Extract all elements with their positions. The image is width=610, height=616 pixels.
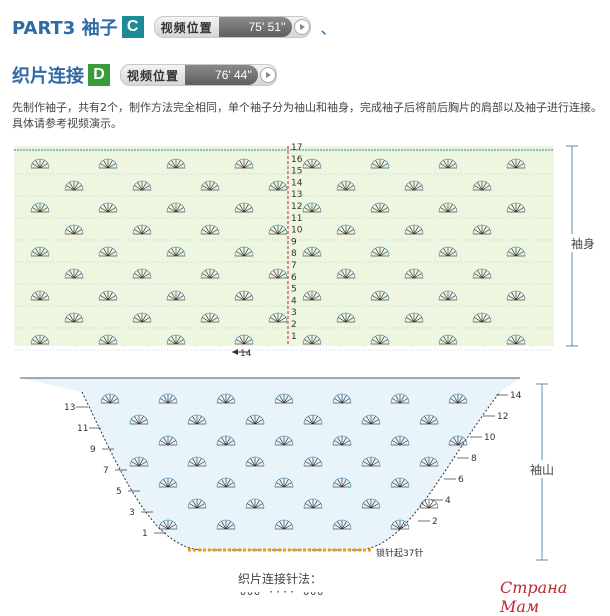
video-time: 76' 44'' bbox=[185, 65, 258, 85]
row-number: 11 bbox=[291, 214, 302, 224]
row-number: 8 bbox=[291, 249, 297, 259]
row-number: 6 bbox=[291, 273, 297, 283]
video-label: 视频位置 bbox=[127, 68, 180, 83]
row-number: 2 bbox=[291, 320, 297, 330]
row-number: 3 bbox=[291, 308, 297, 318]
sleeve-cap-motifs bbox=[100, 393, 468, 530]
section-badge: C bbox=[121, 16, 144, 38]
row-number: 10 bbox=[484, 433, 496, 443]
row-number: 5 bbox=[291, 285, 297, 295]
video-time: 75' 51'' bbox=[218, 17, 292, 37]
section-title: 织片连接 bbox=[12, 66, 84, 87]
row-number: 14 bbox=[291, 178, 303, 188]
section-c-header: PART3 袖子 C 视频位置 75' 51'' 、 bbox=[12, 14, 337, 40]
foundation-note: 锁针起37针 bbox=[376, 547, 423, 559]
row-number: 7 bbox=[103, 466, 109, 476]
sleeve-body-area bbox=[14, 146, 554, 346]
section-d-header: 织片连接 D 视频位置 76' 44'' bbox=[12, 62, 277, 88]
video-label: 视频位置 bbox=[160, 20, 213, 35]
row-number: 9 bbox=[90, 445, 96, 455]
row-number: 12 bbox=[291, 202, 302, 212]
row-number: 4 bbox=[445, 496, 451, 506]
row-arrow-label: 14 bbox=[240, 349, 252, 359]
section-title: PART3 袖子 bbox=[12, 18, 118, 39]
row-number: 16 bbox=[291, 155, 303, 165]
row-number: 10 bbox=[291, 226, 303, 236]
row-number: 7 bbox=[291, 261, 297, 271]
row-number: 4 bbox=[291, 296, 297, 306]
row-number: 8 bbox=[471, 454, 477, 464]
sleeve-cap-row-numbers: 13 11 9 7 5 3 1 14 12 10 8 6 4 2 bbox=[64, 391, 522, 539]
section-badge: D bbox=[88, 64, 110, 86]
join-method-label: 织片连接针法： bbox=[238, 572, 323, 586]
separator: 、 bbox=[320, 19, 337, 38]
row-number: 6 bbox=[458, 475, 464, 485]
watermark: Страна Мам bbox=[500, 578, 568, 616]
sleeve-body-label: 袖身 bbox=[571, 236, 595, 251]
row-number: 11 bbox=[77, 424, 88, 434]
row-number: 9 bbox=[291, 237, 297, 247]
row-number: 1 bbox=[291, 332, 297, 342]
description-text: 先制作袖子，共有2个，制作方法完全相同，单个袖子分为袖山和袖身，完成袖子后将前后… bbox=[12, 101, 602, 130]
row-number: 13 bbox=[291, 190, 302, 200]
row-number: 15 bbox=[291, 167, 302, 177]
row-number: 17 bbox=[291, 143, 302, 153]
join-method-symbols: ᴗᴗᴗ ···· ᴗᴗᴗ bbox=[240, 587, 325, 598]
row-number: 14 bbox=[510, 391, 522, 401]
row-number: 3 bbox=[129, 508, 135, 518]
row-number: 1 bbox=[142, 529, 148, 539]
video-position-button[interactable]: 视频位置 76' 44'' bbox=[120, 64, 277, 86]
row-number: 5 bbox=[116, 487, 122, 497]
play-icon[interactable] bbox=[259, 67, 276, 83]
row-number: 12 bbox=[497, 412, 508, 422]
video-position-button[interactable]: 视频位置 75' 51'' bbox=[153, 16, 311, 38]
row-number: 2 bbox=[432, 517, 438, 527]
sleeve-body-motifs bbox=[14, 149, 554, 351]
play-icon[interactable] bbox=[293, 19, 310, 35]
sleeve-cap-label: 袖山 bbox=[530, 462, 554, 477]
row-number: 13 bbox=[64, 403, 75, 413]
sleeve-cap-area bbox=[20, 378, 520, 550]
